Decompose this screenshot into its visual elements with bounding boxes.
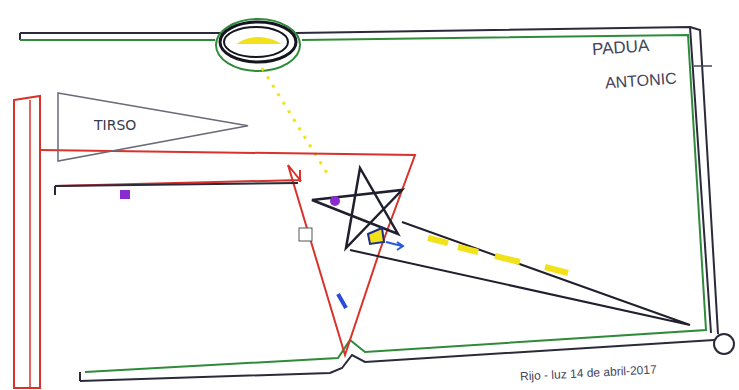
flag-outline (58, 93, 248, 161)
star (312, 168, 402, 248)
pocket-outline (216, 19, 300, 71)
frame-line (20, 27, 711, 333)
pocket (220, 22, 296, 62)
flag-text: TIRSO (94, 117, 136, 133)
flag-triangle: TIRSO (58, 93, 248, 161)
purple-square (120, 190, 130, 199)
yellow-square (368, 228, 384, 244)
dotted-line (262, 68, 330, 178)
frame-line (55, 186, 80, 381)
black-line (350, 222, 690, 325)
handwritten-note: ANTONIC (604, 70, 677, 93)
red-outline (299, 170, 301, 182)
red-band (14, 96, 40, 388)
blue-arrow (386, 242, 403, 250)
inner-line (20, 35, 706, 372)
purple-dot (330, 196, 340, 206)
blue-mark (338, 294, 346, 308)
wall-line (55, 183, 298, 186)
yellow-dash (428, 238, 568, 273)
red-band (29, 100, 31, 388)
handwritten-note: PADUA (591, 36, 650, 60)
white-square (299, 228, 312, 241)
signature: Rijo - luz 14 de abril-2017 (520, 362, 657, 383)
pen-stroke (694, 65, 712, 67)
pocket (224, 27, 288, 57)
yellow-fill (236, 37, 282, 44)
corner-pocket (714, 334, 734, 354)
flag-outline (58, 93, 248, 161)
frame-line (19, 33, 21, 40)
